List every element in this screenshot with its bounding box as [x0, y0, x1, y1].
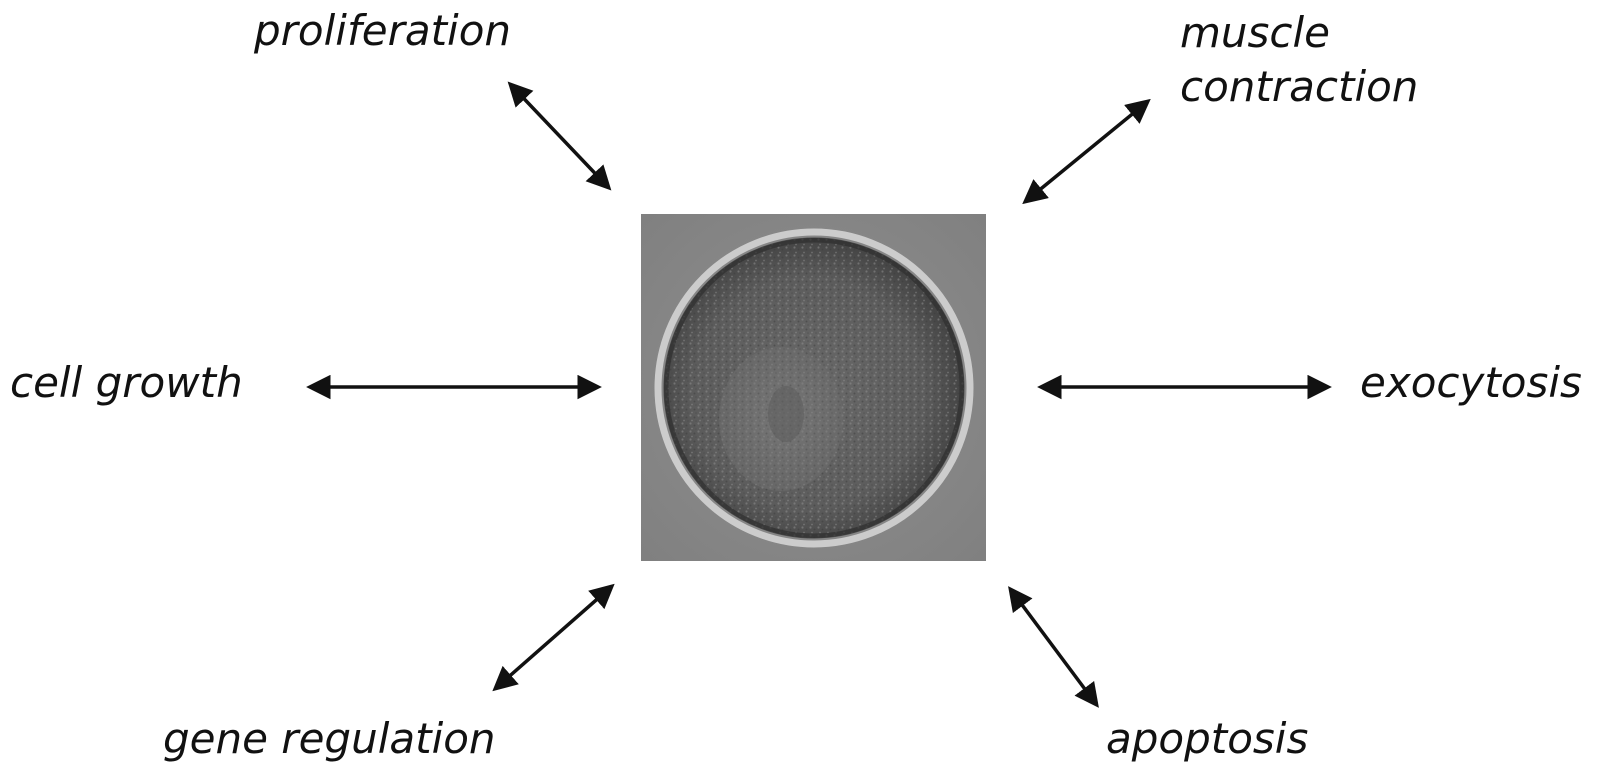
arrow-muscle-contraction: [1026, 102, 1147, 201]
arrow-proliferation: [511, 85, 608, 187]
arrow-gene-regulation: [496, 587, 611, 688]
arrow-apoptosis: [1011, 590, 1096, 704]
